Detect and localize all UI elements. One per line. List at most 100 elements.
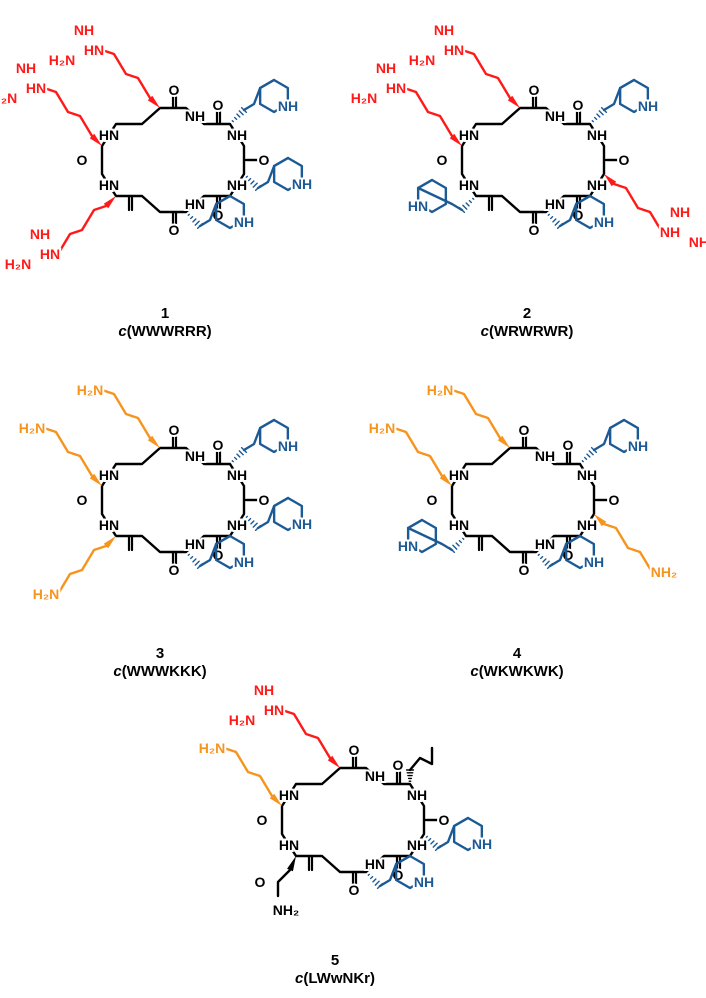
amide-nh: NH [587, 177, 607, 193]
hash-stroke [252, 182, 258, 188]
hash-stroke [462, 204, 468, 210]
carbonyl-o: O [519, 422, 530, 438]
hash-stroke [544, 560, 550, 566]
hash-stroke [233, 116, 238, 121]
hash-stroke [250, 520, 255, 525]
compound-number: 3 [156, 645, 164, 662]
peptide-backbone [100, 106, 246, 214]
peptide-backbone [100, 446, 246, 554]
indole-sidechain [242, 418, 290, 454]
hash-stroke [462, 537, 465, 540]
amide-nh: NH [185, 448, 205, 464]
compound-number: 4 [513, 645, 522, 662]
carbonyl [521, 550, 528, 568]
guanidine-imine: NH [74, 22, 94, 38]
amide-nh: NH [545, 108, 565, 124]
arginine-chain [100, 48, 152, 100]
indole-nh: NH [234, 214, 254, 230]
guanidine-nh: HN [40, 246, 60, 262]
carbonyl [171, 92, 178, 110]
hash-stroke [432, 842, 438, 848]
carbonyl [351, 752, 358, 770]
hash-stroke [472, 197, 475, 200]
hash-stroke [554, 220, 560, 226]
indole-bond [394, 854, 412, 866]
hash-stroke [189, 555, 194, 560]
hash-stroke [425, 835, 428, 838]
arginine-chain [56, 204, 108, 256]
indole-link [416, 186, 464, 212]
hash-stroke [596, 113, 601, 118]
hash-stroke [458, 539, 463, 544]
cyclic-prefix: c [113, 663, 122, 680]
hash-stroke [374, 880, 380, 886]
indole-sidechain [198, 194, 246, 230]
cyclic-prefix: c [118, 323, 127, 340]
compound-number: 2 [523, 305, 531, 322]
indole-sidechain [256, 156, 304, 192]
amide-nh: HN [99, 467, 119, 483]
carbonyl [487, 194, 494, 212]
indole-sidechain [242, 78, 290, 114]
indole-bond [406, 518, 424, 530]
carbonyl-o: O [349, 742, 360, 758]
amide-nh: HN [99, 127, 119, 143]
hash-stroke [231, 460, 234, 463]
compound-sequence: c(WWWRRR) [118, 323, 211, 340]
hash-stroke [549, 215, 554, 220]
guanidine-imine: NH [16, 60, 36, 76]
amide-nh: HN [99, 517, 119, 533]
lysine-chain [100, 388, 152, 440]
indole-link [256, 504, 276, 530]
carbonyl-o: O [609, 492, 620, 508]
carbonyl [575, 108, 582, 126]
carbonyl [171, 550, 178, 568]
carbonyl [307, 854, 314, 872]
compound-sequence: c(LWwNKr) [295, 970, 375, 987]
guanidine-nh2: H₂N [351, 90, 377, 106]
indole-link [378, 862, 398, 888]
carbonyl-o: O [519, 562, 530, 578]
indole-bond [608, 418, 626, 430]
hash-stroke [367, 873, 370, 876]
carbonyl-o: O [437, 152, 448, 168]
carbonyl-o: O [257, 812, 268, 828]
indole-nh: NH [594, 214, 614, 230]
hash-stroke [245, 515, 248, 518]
indole-nh: NH [292, 176, 312, 192]
amide-nh: HN [545, 196, 565, 212]
indole-nh: NH [414, 874, 434, 890]
carbonyl-o: O [563, 437, 574, 453]
guanidine-nh: HN [444, 42, 464, 58]
indole-sidechain [558, 194, 606, 230]
cyclic-prefix: c [295, 970, 304, 987]
arginine-chain [612, 182, 664, 234]
amide-nh: HN [535, 536, 555, 552]
indole-nh: HN [408, 198, 428, 214]
guanidine-nh: NH [660, 224, 680, 240]
amide-nh: NH [227, 177, 247, 193]
carbonyl [565, 448, 572, 466]
hash-stroke [539, 555, 544, 560]
lysine-chain [392, 426, 444, 478]
hash-stroke [236, 453, 241, 458]
amide-nh: NH [587, 127, 607, 143]
guanidine-nh2: H₂N [229, 712, 255, 728]
hash-stroke [452, 544, 458, 550]
hash-stroke [194, 560, 200, 566]
guanidine-nh: HN [264, 702, 284, 718]
hash-stroke [369, 875, 374, 880]
hash-stroke [598, 110, 604, 116]
carbonyl-o: O [259, 492, 270, 508]
amine-nh2: H₂N [19, 420, 45, 436]
carbonyl-o: O [573, 97, 584, 113]
amide-nh: NH [227, 517, 247, 533]
carbonyl [127, 534, 134, 552]
carbonyl [395, 768, 402, 786]
guanidine-nh2: H₂N [5, 256, 31, 272]
indole-link [592, 426, 612, 452]
indole-bond [574, 194, 592, 206]
hash-stroke [586, 453, 591, 458]
